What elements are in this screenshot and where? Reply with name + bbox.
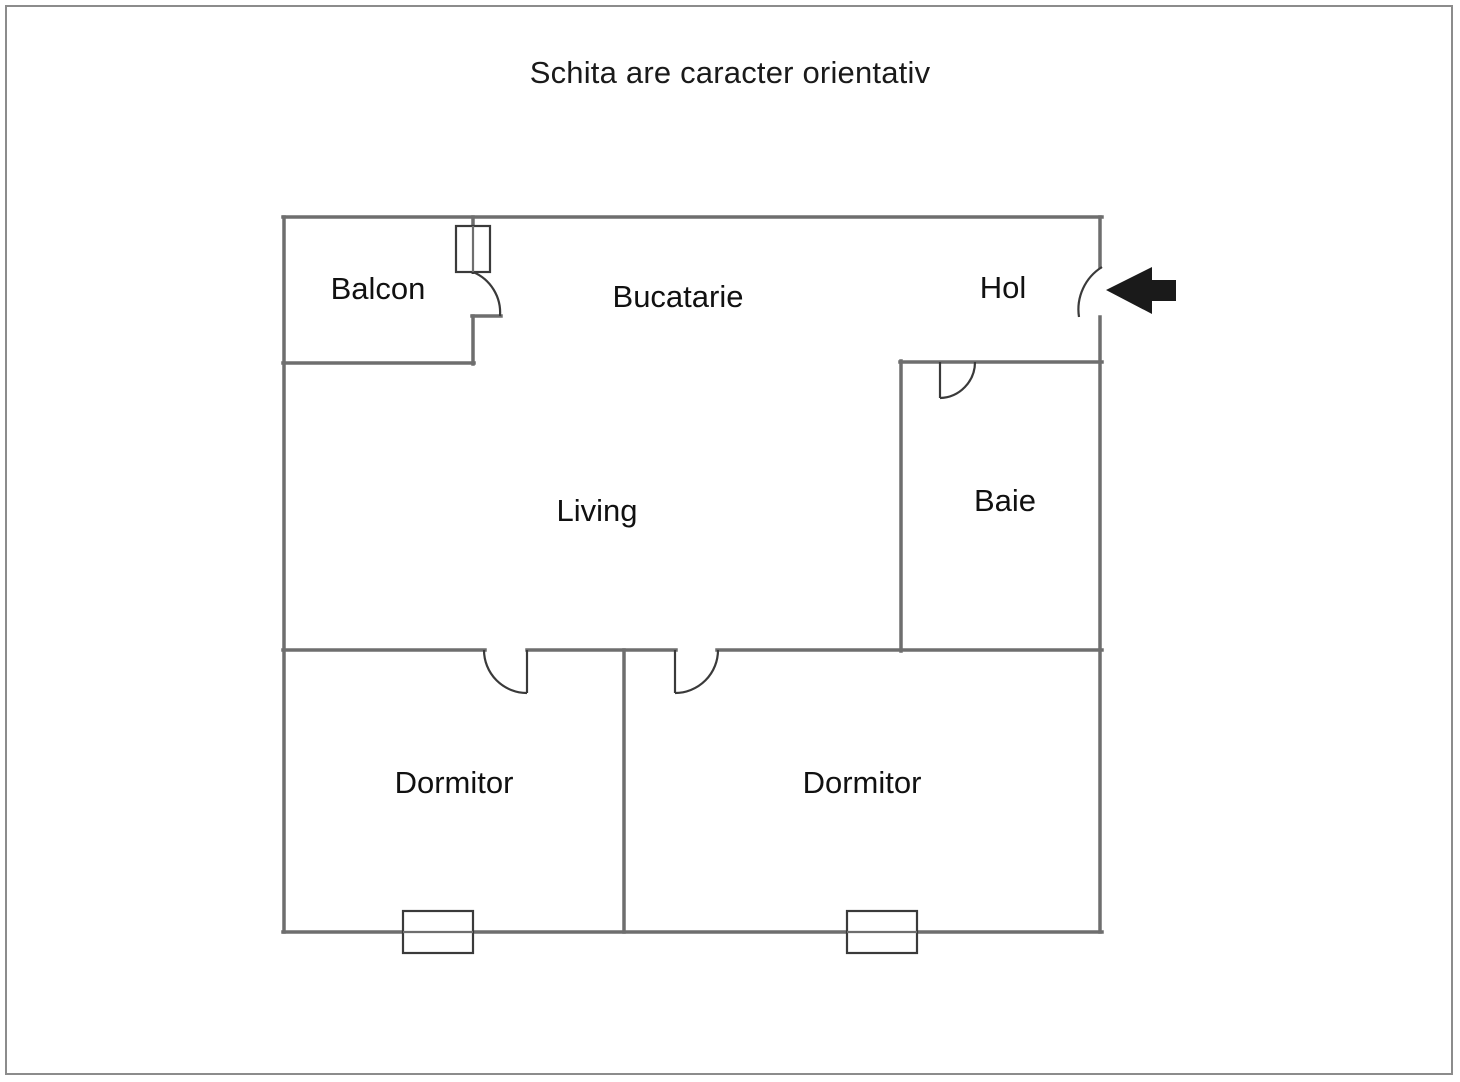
entrance-arrow <box>1106 267 1176 314</box>
room-label-bucatarie: Bucatarie <box>613 279 744 314</box>
page-title: Schita are caracter orientativ <box>529 55 931 90</box>
door-arc-dormitor-1 <box>482 649 528 695</box>
windows-group <box>401 224 919 955</box>
room-label-baie: Baie <box>974 483 1036 518</box>
door-jambs-group <box>471 272 942 693</box>
door-arc-baie <box>939 361 977 400</box>
window-mullions-group <box>403 226 917 934</box>
entrance-arrow-shape <box>1106 267 1176 314</box>
walls-group <box>281 215 1104 934</box>
room-label-living: Living <box>557 493 638 528</box>
door-arcs-group <box>472 266 1103 695</box>
room-labels-group: Balcon Bucatarie Hol Living Baie Dormito… <box>331 270 1036 800</box>
room-label-balcon: Balcon <box>331 271 426 306</box>
room-label-dormitor-1: Dormitor <box>395 765 514 800</box>
door-arc-entrance <box>1077 266 1103 318</box>
door-arc-balcon <box>472 270 502 317</box>
room-label-dormitor-2: Dormitor <box>803 765 922 800</box>
room-label-hol: Hol <box>980 270 1027 305</box>
door-arc-dormitor-2 <box>674 649 720 695</box>
